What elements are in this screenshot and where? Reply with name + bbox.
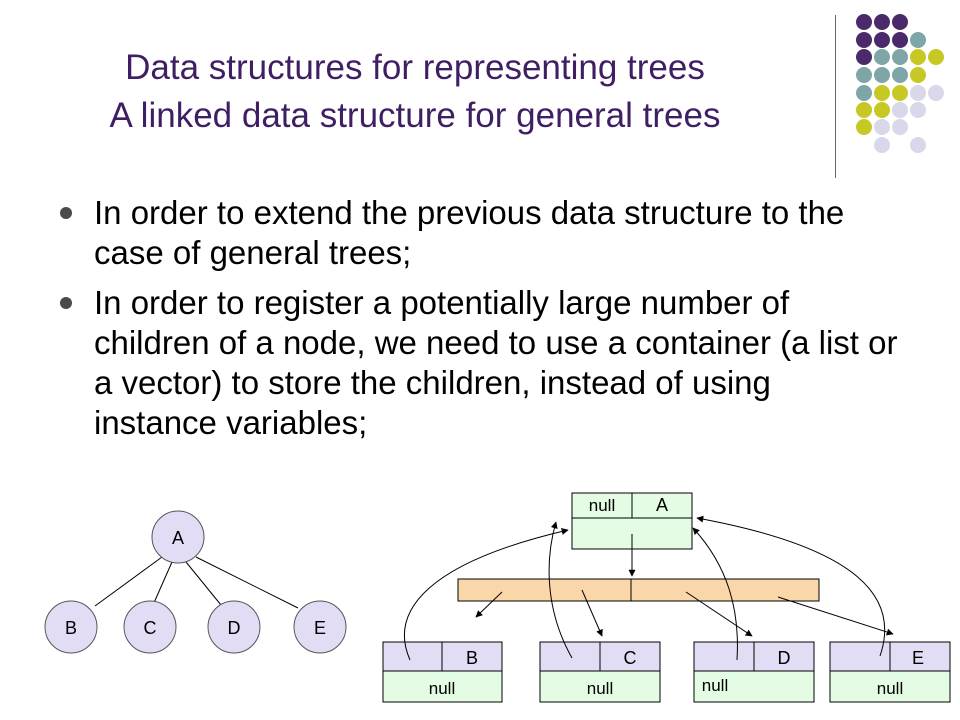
tree-node-label: B <box>65 618 77 638</box>
dot <box>892 102 908 118</box>
dot <box>892 119 908 135</box>
title-line-2: A linked data structure for general tree… <box>109 96 721 135</box>
dot <box>892 49 908 65</box>
child-parent-null: null <box>702 676 728 695</box>
dot <box>910 102 926 118</box>
decorative-dot-grid <box>856 14 944 153</box>
dot <box>874 119 890 135</box>
pointer-arrow <box>475 591 503 618</box>
bullet-list: In order to extend the previous data str… <box>60 193 900 453</box>
dot <box>892 85 908 101</box>
dot <box>874 67 890 83</box>
dot <box>874 14 890 30</box>
parent-pointer-arrow <box>548 521 573 659</box>
parent-pointer-arrow <box>692 527 738 661</box>
dot <box>910 67 926 83</box>
tree-node-root <box>151 510 205 564</box>
dot <box>856 49 872 65</box>
tree-node-root-label: A <box>172 528 184 548</box>
dot <box>910 49 926 65</box>
bullet-item: In order to extend the previous data str… <box>60 193 900 273</box>
dot <box>874 49 890 65</box>
pointer-arrow <box>581 589 603 637</box>
child-label: B <box>466 648 478 668</box>
dot <box>856 119 872 135</box>
child-node: C null <box>539 641 661 703</box>
tree-edge <box>94 556 163 607</box>
child-label: E <box>912 648 924 668</box>
tree-node-label: D <box>228 618 241 638</box>
title-line-1: Data structures for representing trees <box>125 48 705 87</box>
tree-node <box>123 600 177 654</box>
dot <box>856 102 872 118</box>
child-parent-null: null <box>587 679 613 698</box>
child-label: C <box>624 648 637 668</box>
general-tree: A B C D E <box>44 510 347 654</box>
child-node: D null <box>693 641 815 703</box>
tree-edge <box>185 561 222 606</box>
dot <box>874 85 890 101</box>
parent-label: A <box>656 495 668 515</box>
linked-structure: null A B null C null <box>382 492 951 703</box>
dot <box>910 85 926 101</box>
tree-node-label: C <box>144 618 157 638</box>
parent-parent-pointer: null <box>589 496 615 515</box>
pointer-arrow <box>777 596 894 636</box>
tree-node <box>293 600 347 654</box>
child-node: E null <box>829 641 951 703</box>
tree-node <box>207 600 261 654</box>
dot <box>910 137 926 153</box>
tree-node <box>44 600 98 654</box>
parent-pointer-arrow <box>696 515 886 657</box>
dot <box>892 14 908 30</box>
child-parent-null: null <box>429 679 455 698</box>
dot <box>928 85 944 101</box>
dot <box>856 67 872 83</box>
child-label: D <box>778 648 791 668</box>
tree-edge <box>152 561 173 606</box>
dot <box>856 85 872 101</box>
tree-node-label: E <box>314 618 326 638</box>
dot <box>874 32 890 48</box>
dot <box>910 32 926 48</box>
dot <box>892 32 908 48</box>
pointer-arrow <box>685 591 753 637</box>
title-divider <box>835 15 836 178</box>
dot <box>892 67 908 83</box>
bullet-item: In order to register a potentially large… <box>60 283 900 443</box>
child-node: B null <box>382 641 503 703</box>
dot <box>856 14 872 30</box>
tree-edge <box>195 556 299 609</box>
child-parent-null: null <box>877 679 903 698</box>
dot <box>874 102 890 118</box>
dot <box>874 137 890 153</box>
children-container <box>457 578 820 602</box>
dot <box>856 32 872 48</box>
dot <box>928 49 944 65</box>
parent-pointer-arrow <box>404 528 569 661</box>
